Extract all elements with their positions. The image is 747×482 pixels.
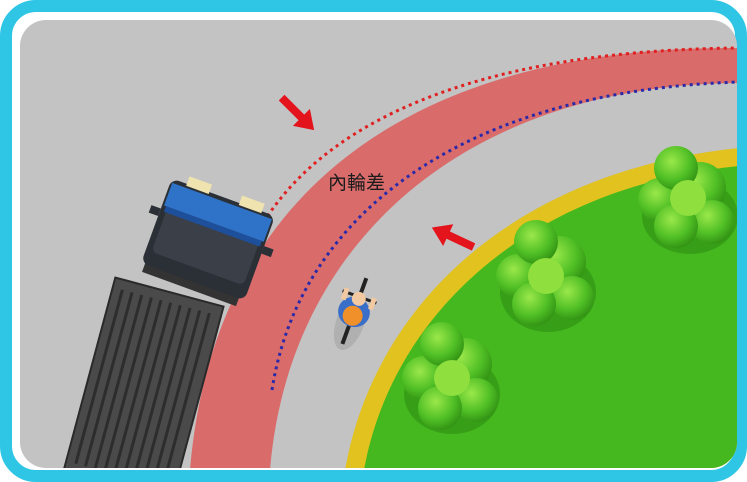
truck-cab xyxy=(142,176,274,307)
outer-track-line xyxy=(258,46,737,229)
inner-difference-zone xyxy=(190,47,737,468)
truck xyxy=(62,176,274,468)
arrow xyxy=(431,224,476,251)
truck-trailer xyxy=(62,276,225,468)
bush xyxy=(638,146,737,254)
inner-wheel-difference-label: 內輪差 xyxy=(328,172,386,194)
bush xyxy=(402,322,500,434)
cyclist xyxy=(333,277,377,350)
arrow xyxy=(278,94,315,131)
bush xyxy=(496,220,596,332)
